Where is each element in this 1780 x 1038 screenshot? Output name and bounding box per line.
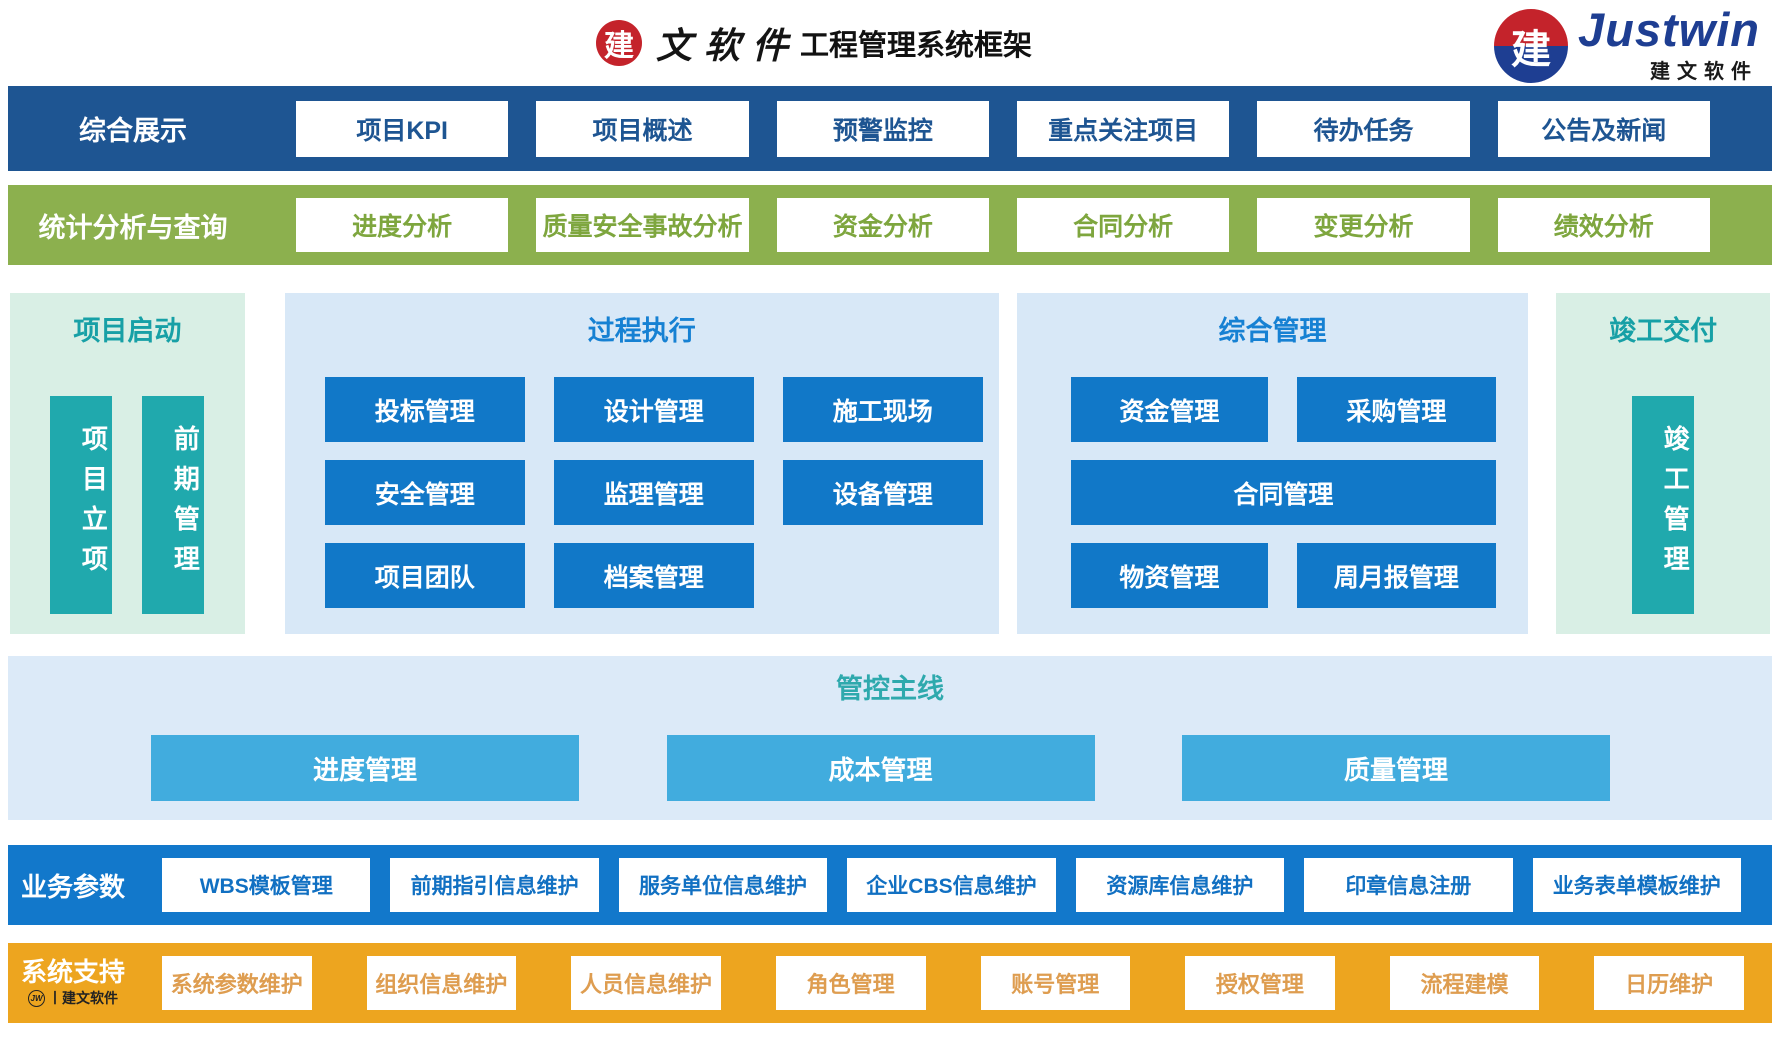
btn-construction-site[interactable]: 施工现场 bbox=[782, 377, 983, 442]
panel-completion-delivery: 竣工交付 竣工管理 bbox=[1556, 293, 1770, 634]
row-comprehensive-display-label: 综合展示 bbox=[79, 116, 187, 146]
btn-process-modeling[interactable]: 流程建模 bbox=[1389, 956, 1540, 1010]
panel-completion-delivery-title: 竣工交付 bbox=[1609, 316, 1718, 346]
btn-project-team[interactable]: 项目团队 bbox=[324, 543, 525, 608]
btn-schedule-management[interactable]: 进度管理 bbox=[151, 735, 579, 801]
row-system-support-buttons: 系统参数维护 组织信息维护 人员信息维护 角色管理 账号管理 授权管理 流程建模… bbox=[138, 956, 1772, 1010]
btn-system-parameter-maintenance[interactable]: 系统参数维护 bbox=[162, 956, 312, 1010]
btn-business-form-template-maintenance[interactable]: 业务表单模板维护 bbox=[1532, 858, 1741, 912]
jianwen-logo-icon: 建 bbox=[595, 20, 642, 66]
panel-process-execution-buttons: 投标管理 设计管理 施工现场 安全管理 监理管理 设备管理 项目团队 档案管理 bbox=[324, 377, 999, 608]
justwin-logo: 建 Justwin 建文软件 bbox=[1494, 6, 1760, 86]
justwin-subtitle: 建文软件 bbox=[1650, 60, 1758, 83]
justwin-circle-char: 建 bbox=[1511, 26, 1552, 73]
btn-archives-management[interactable]: 档案管理 bbox=[553, 543, 754, 608]
btn-funds-management[interactable]: 资金管理 bbox=[1070, 377, 1268, 442]
row-statistics-analysis: 统计分析与查询 进度分析 质量安全事故分析 资金分析 合同分析 变更分析 绩效分… bbox=[8, 185, 1772, 265]
row-statistics-analysis-label: 统计分析与查询 bbox=[38, 212, 228, 243]
panel-project-startup-title: 项目启动 bbox=[73, 316, 182, 346]
row-comprehensive-display: 综合展示 项目KPI 项目概述 预警监控 重点关注项目 待办任务 公告及新闻 bbox=[8, 86, 1772, 171]
btn-contract-management[interactable]: 合同管理 bbox=[1070, 460, 1496, 525]
btn-preliminary-management[interactable]: 前期管理 bbox=[142, 396, 205, 614]
btn-safety-management[interactable]: 安全管理 bbox=[324, 460, 525, 525]
header: 建 文软件 工程管理系统框架 建 Justwin 建文软件 bbox=[0, 0, 1780, 86]
jianwen-logo-char: 建 bbox=[603, 29, 634, 64]
btn-preliminary-guide-info-maintenance[interactable]: 前期指引信息维护 bbox=[390, 858, 599, 912]
btn-quality-management[interactable]: 质量管理 bbox=[1182, 735, 1610, 801]
control-mainline-band: 管控主线 进度管理 成本管理 质量管理 bbox=[8, 656, 1772, 820]
btn-alert-monitoring[interactable]: 预警监控 bbox=[776, 100, 989, 157]
btn-progress-analysis[interactable]: 进度分析 bbox=[296, 198, 509, 252]
panel-comprehensive-management: 综合管理 资金管理 采购管理 合同管理 物资管理 周月报管理 bbox=[1016, 293, 1529, 634]
jw-badge-icon: JW bbox=[28, 989, 45, 1007]
btn-wbs-template-management[interactable]: WBS模板管理 bbox=[162, 858, 371, 912]
lifecycle-panels: 项目启动 项目立项 前期管理 过程执行 投标管理 设计管理 施工现场 安全管理 … bbox=[10, 293, 1770, 634]
btn-materials-management[interactable]: 物资管理 bbox=[1070, 543, 1268, 608]
panel-completion-delivery-buttons: 竣工管理 bbox=[1556, 396, 1770, 614]
header-brand: 建 文软件 工程管理系统框架 bbox=[0, 0, 1704, 86]
brand-calligraphy: 文软件 bbox=[655, 25, 800, 67]
btn-contract-analysis[interactable]: 合同分析 bbox=[1016, 198, 1230, 252]
btn-design-management[interactable]: 设计管理 bbox=[553, 377, 754, 442]
row-statistics-analysis-buttons: 进度分析 质量安全事故分析 资金分析 合同分析 变更分析 绩效分析 bbox=[258, 198, 1772, 252]
justwin-wordmark-group: Justwin 建文软件 bbox=[1578, 3, 1760, 84]
row-comprehensive-display-buttons: 项目KPI 项目概述 预警监控 重点关注项目 待办任务 公告及新闻 bbox=[258, 100, 1772, 157]
btn-seal-info-registration[interactable]: 印章信息注册 bbox=[1304, 858, 1513, 912]
btn-authorization-management[interactable]: 授权管理 bbox=[1185, 956, 1335, 1010]
btn-bidding-management[interactable]: 投标管理 bbox=[324, 377, 525, 442]
btn-personnel-info-maintenance[interactable]: 人员信息维护 bbox=[571, 956, 721, 1010]
btn-change-analysis[interactable]: 变更分析 bbox=[1257, 198, 1470, 252]
row-business-parameters-buttons: WBS模板管理 前期指引信息维护 服务单位信息维护 企业CBS信息维护 资源库信… bbox=[138, 858, 1772, 912]
btn-equipment-management[interactable]: 设备管理 bbox=[782, 460, 983, 525]
btn-announcements-news[interactable]: 公告及新闻 bbox=[1497, 100, 1710, 157]
row-business-parameters: 业务参数 WBS模板管理 前期指引信息维护 服务单位信息维护 企业CBS信息维护… bbox=[8, 845, 1772, 925]
jw-badge-separator: 丨 bbox=[48, 990, 62, 1006]
panel-comprehensive-management-title: 综合管理 bbox=[1218, 316, 1327, 346]
panel-comprehensive-management-buttons: 资金管理 采购管理 合同管理 物资管理 周月报管理 bbox=[1070, 377, 1528, 608]
btn-todo-tasks[interactable]: 待办任务 bbox=[1257, 100, 1470, 157]
btn-service-unit-info-maintenance[interactable]: 服务单位信息维护 bbox=[618, 858, 828, 912]
jianwen-footer-badge: JW 丨 建文软件 bbox=[28, 988, 118, 1008]
row-system-support-label-group: 系统支持 JW 丨 建文软件 bbox=[8, 958, 138, 1008]
panel-project-startup: 项目启动 项目立项 前期管理 bbox=[10, 293, 245, 634]
btn-project-initiation[interactable]: 项目立项 bbox=[50, 396, 113, 614]
btn-role-management[interactable]: 角色管理 bbox=[775, 956, 926, 1010]
btn-project-kpi[interactable]: 项目KPI bbox=[296, 100, 509, 157]
justwin-circle-icon: 建 bbox=[1494, 9, 1569, 83]
btn-enterprise-cbs-info-maintenance[interactable]: 企业CBS信息维护 bbox=[847, 858, 1056, 912]
control-mainline-title: 管控主线 bbox=[836, 674, 944, 704]
btn-supervision-management[interactable]: 监理管理 bbox=[553, 460, 754, 525]
btn-organization-info-maintenance[interactable]: 组织信息维护 bbox=[366, 956, 517, 1010]
btn-performance-analysis[interactable]: 绩效分析 bbox=[1497, 198, 1710, 252]
btn-quality-safety-incident-analysis[interactable]: 质量安全事故分析 bbox=[536, 198, 749, 252]
control-mainline-buttons: 进度管理 成本管理 质量管理 bbox=[8, 735, 1772, 801]
panel-project-startup-buttons: 项目立项 前期管理 bbox=[10, 396, 245, 614]
jw-badge-text: 建文软件 bbox=[62, 990, 118, 1006]
btn-account-management[interactable]: 账号管理 bbox=[980, 956, 1131, 1010]
btn-cost-management[interactable]: 成本管理 bbox=[666, 735, 1095, 801]
panel-process-execution-title: 过程执行 bbox=[587, 316, 696, 346]
btn-calendar-maintenance[interactable]: 日历维护 bbox=[1594, 956, 1744, 1010]
panel-process-execution: 过程执行 投标管理 设计管理 施工现场 安全管理 监理管理 设备管理 项目团队 … bbox=[284, 293, 999, 634]
row-business-parameters-label: 业务参数 bbox=[20, 871, 125, 902]
justwin-wordmark: Justwin bbox=[1578, 3, 1760, 57]
row-system-support-label: 系统支持 bbox=[20, 957, 125, 987]
btn-key-focus-projects[interactable]: 重点关注项目 bbox=[1016, 100, 1230, 157]
page-title: 工程管理系统框架 bbox=[800, 30, 1033, 62]
btn-completion-management[interactable]: 竣工管理 bbox=[1632, 396, 1695, 614]
btn-resource-library-info-maintenance[interactable]: 资源库信息维护 bbox=[1075, 858, 1285, 912]
btn-weekly-monthly-report-management[interactable]: 周月报管理 bbox=[1296, 543, 1496, 608]
row-system-support: 系统支持 JW 丨 建文软件 系统参数维护 组织信息维护 人员信息维护 角色管理… bbox=[8, 943, 1772, 1023]
btn-procurement-management[interactable]: 采购管理 bbox=[1296, 377, 1496, 442]
btn-project-overview[interactable]: 项目概述 bbox=[536, 100, 749, 157]
btn-funds-analysis[interactable]: 资金分析 bbox=[776, 198, 989, 252]
